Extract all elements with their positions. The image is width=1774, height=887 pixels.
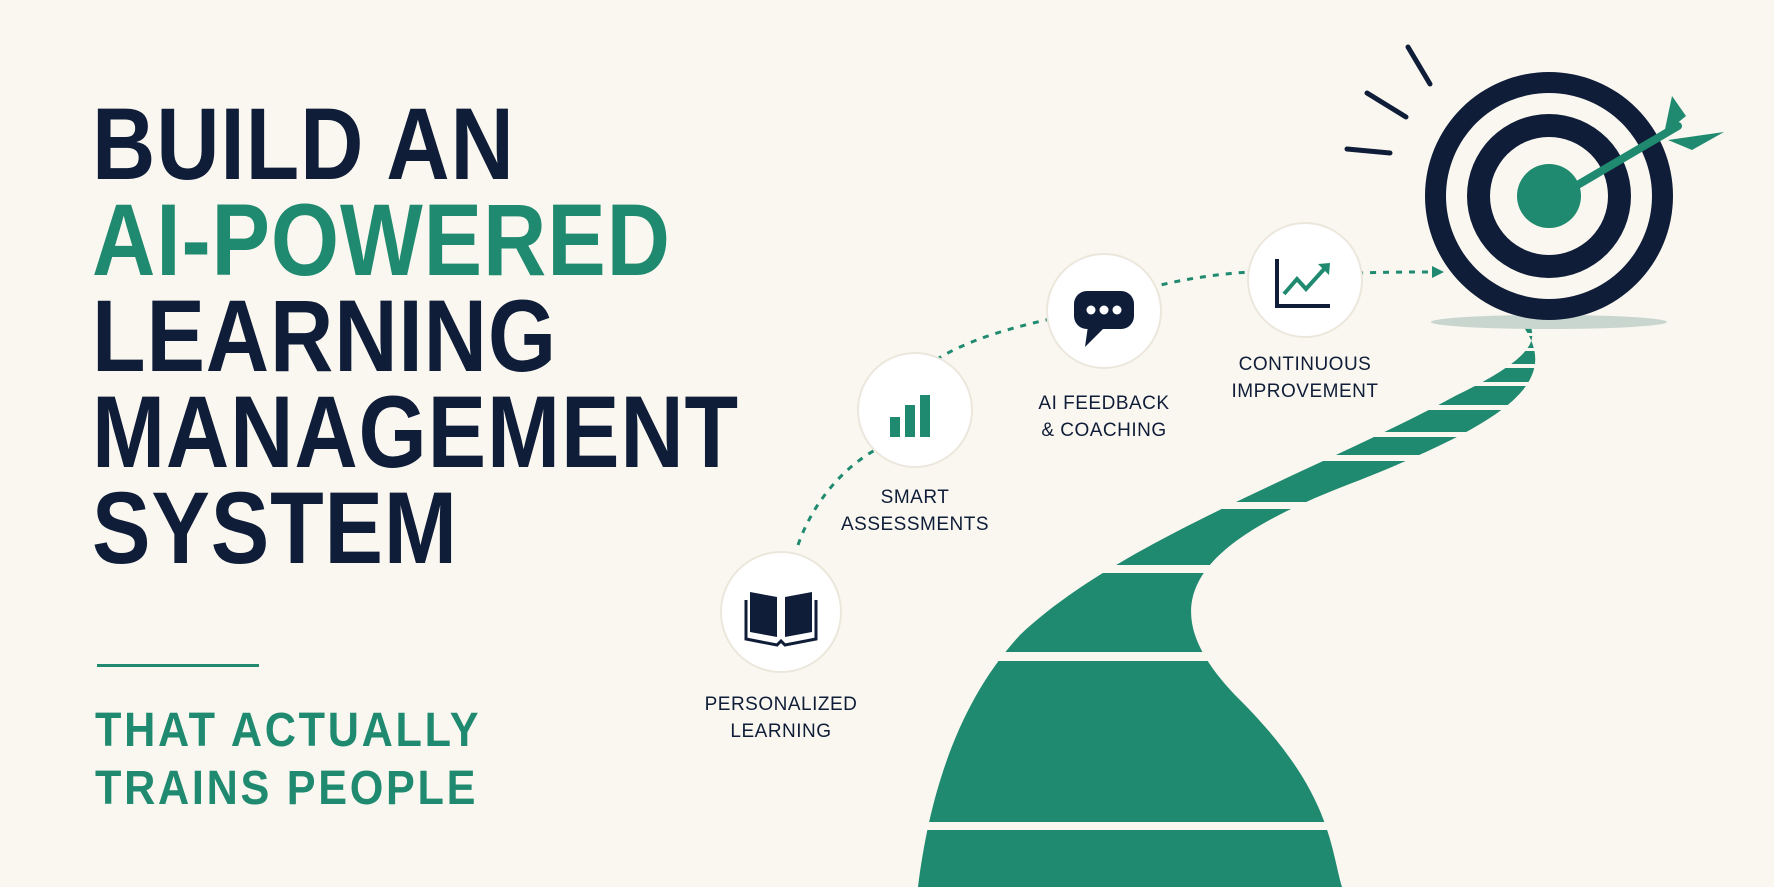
step-label-line: AI FEEDBACK: [1038, 393, 1170, 414]
step-label-line: LEARNING: [730, 721, 832, 742]
step-label-ai-feedback: AI FEEDBACK & COACHING: [984, 390, 1224, 444]
road-stripe: [1060, 502, 1480, 509]
step-continuous-improvement: [1247, 222, 1363, 338]
road-stripe: [1250, 405, 1600, 410]
step-label-line: IMPROVEMENT: [1231, 381, 1379, 402]
motion-lines: [1344, 44, 1433, 156]
subtitle-line: TRAINS PEOPLE: [95, 762, 479, 815]
arrow-fletching: [1664, 96, 1686, 134]
target-with-arrow-icon: [1425, 72, 1724, 329]
target-shadow: [1431, 315, 1667, 329]
headline-line: SYSTEM: [92, 471, 458, 585]
step-label-line: CONTINUOUS: [1238, 354, 1372, 375]
road-stripe: [1340, 364, 1600, 368]
step-label-line: ASSESSMENTS: [840, 514, 990, 535]
step-label-line: SMART: [880, 487, 950, 508]
step-personalized-learning: [720, 551, 842, 673]
trend-chart-icon: [1275, 259, 1330, 308]
road-stripe: [940, 652, 1380, 661]
subtitle-line: THAT ACTUALLY: [95, 704, 482, 757]
arrow-fletching: [1668, 132, 1724, 150]
headline-line: BUILD AN: [92, 87, 515, 201]
road-stripe: [1400, 348, 1600, 351]
headline: BUILD AN AI-POWERED LEARNING MANAGEMENT …: [92, 87, 739, 585]
step-label-personalized-learning: PERSONALIZED LEARNING: [661, 691, 901, 745]
road-stripe: [1200, 432, 1600, 437]
road-stripe: [1300, 382, 1600, 386]
step-label-line: & COACHING: [1041, 420, 1167, 441]
step-ai-feedback: [1046, 253, 1162, 369]
motion-line: [1405, 44, 1433, 87]
journey-arrowhead: [1432, 266, 1444, 278]
road-surface: [918, 322, 1536, 887]
winding-road: [900, 322, 1600, 887]
step-label-continuous-improvement: CONTINUOUS IMPROVEMENT: [1185, 351, 1425, 405]
target-bullseye: [1517, 164, 1581, 228]
road-stripe: [1430, 333, 1600, 336]
arrow-shaft: [1548, 122, 1682, 204]
road-stripes: [900, 333, 1600, 830]
road-stripe: [1000, 565, 1420, 573]
step-label-smart-assessments: SMART ASSESSMENTS: [795, 484, 1035, 538]
step-smart-assessments: [857, 352, 973, 468]
open-book-icon: [744, 592, 818, 647]
step-icon-circle: [1247, 222, 1363, 338]
chat-bubble-icon: [1074, 291, 1134, 347]
step-label-line: PERSONALIZED: [704, 694, 858, 715]
road-stripe: [900, 822, 1380, 830]
headline-line: MANAGEMENT: [92, 375, 739, 489]
headline-line-accent: AI-POWERED: [92, 183, 671, 297]
divider: [97, 664, 259, 667]
subtitle: THAT ACTUALLY TRAINS PEOPLE: [95, 702, 481, 818]
step-icon-circle: [720, 551, 842, 673]
headline-line: LEARNING: [92, 279, 557, 393]
motion-line: [1364, 90, 1409, 120]
bar-chart-icon: [890, 395, 930, 437]
motion-line: [1344, 146, 1393, 156]
road-stripe: [1130, 455, 1550, 461]
